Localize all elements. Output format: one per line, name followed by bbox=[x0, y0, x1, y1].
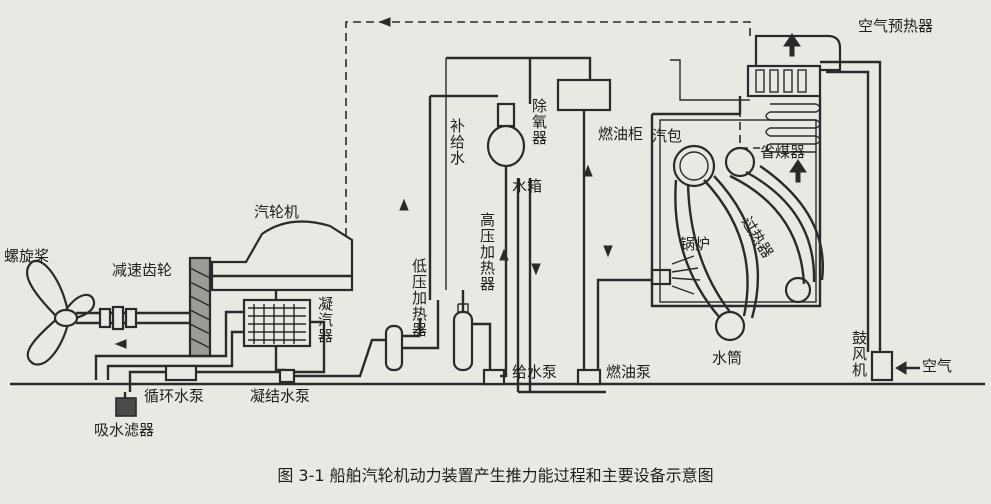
flow-arrows bbox=[114, 17, 613, 349]
propeller-label: 螺旋桨 bbox=[4, 247, 50, 265]
steam-drum-icon bbox=[672, 144, 756, 188]
air-preheater-icon bbox=[746, 33, 842, 98]
cooling-water-pipes bbox=[94, 310, 326, 398]
feed-water-main bbox=[516, 178, 532, 392]
burner-icon bbox=[650, 255, 701, 295]
fuel-pump-label: 燃油泵 bbox=[606, 363, 652, 381]
blower-label: 鼓风机 bbox=[850, 330, 868, 378]
lp-heater-label: 低压加热器 bbox=[410, 258, 428, 338]
blower-icon bbox=[870, 350, 894, 382]
economizer-label: 省煤器 bbox=[760, 143, 806, 161]
fuel-pump-icon bbox=[576, 368, 602, 386]
suction-filter-label: 吸水滤器 bbox=[94, 421, 155, 439]
air-inlet-arrow bbox=[895, 361, 907, 375]
deaerator-label: 除氧器 bbox=[530, 98, 548, 146]
header-drum-icon bbox=[784, 276, 812, 304]
water-tank-label: 水箱 bbox=[512, 177, 543, 195]
superheater-tubes bbox=[729, 165, 824, 285]
circulating-pump-label: 循环水泵 bbox=[144, 387, 205, 405]
fuel-tank-label: 燃油柜 bbox=[598, 125, 644, 143]
steam-dashed-branch bbox=[739, 96, 760, 149]
lp-to-deaerator-pipe bbox=[402, 300, 440, 350]
propeller-shaft bbox=[76, 305, 194, 331]
suction-filter-icon bbox=[115, 397, 137, 417]
turbine-icon bbox=[210, 220, 354, 292]
condensate-line bbox=[274, 338, 388, 384]
fuel-tank-icon bbox=[556, 78, 652, 370]
air-label: 空气 bbox=[922, 357, 953, 375]
turbine-label: 汽轮机 bbox=[254, 203, 300, 221]
furnace-tubes-right bbox=[703, 175, 759, 319]
condensate-pump-icon bbox=[278, 368, 296, 384]
makeup-water-label: 补给水 bbox=[448, 118, 466, 166]
economizer-icon bbox=[765, 103, 821, 153]
hp-heater-label: 高压加热器 bbox=[478, 212, 496, 292]
main-steam-dashed bbox=[345, 21, 751, 236]
air-duct bbox=[820, 60, 882, 352]
deaerator-icon bbox=[486, 102, 526, 178]
water-drum-label: 水筒 bbox=[712, 349, 743, 367]
steam-pipe-upper bbox=[670, 59, 750, 101]
steam-drum-label: 汽包 bbox=[652, 127, 683, 145]
flue-gas-arrow-lower bbox=[789, 159, 807, 173]
deaerator-drop-pipe bbox=[500, 178, 508, 378]
circulating-pump-icon bbox=[164, 364, 198, 382]
makeup-water-pipe bbox=[428, 94, 498, 300]
boiler-label: 锅炉 bbox=[680, 235, 711, 253]
figure-caption: 图 3-1 船舶汽轮机动力装置产生推力能过程和主要设备示意图 bbox=[277, 466, 714, 485]
hp-heater-pipe bbox=[472, 322, 500, 378]
bleed-steam-line bbox=[446, 56, 592, 104]
feed-pump-label: 给水泵 bbox=[512, 363, 558, 381]
condenser-label: 凝汽器 bbox=[316, 296, 334, 344]
reduction-gear-icon bbox=[188, 256, 212, 358]
air-preheater-label: 空气预热器 bbox=[858, 17, 934, 35]
furnace-tubes-left bbox=[674, 179, 731, 319]
boiler-casing bbox=[650, 112, 822, 308]
condenser-icon bbox=[242, 290, 312, 348]
condensate-pump-label: 凝结水泵 bbox=[250, 387, 311, 405]
reduction-gear-label: 减速齿轮 bbox=[112, 261, 173, 279]
water-drum-icon bbox=[714, 310, 746, 342]
hp-heater-icon bbox=[452, 303, 474, 372]
